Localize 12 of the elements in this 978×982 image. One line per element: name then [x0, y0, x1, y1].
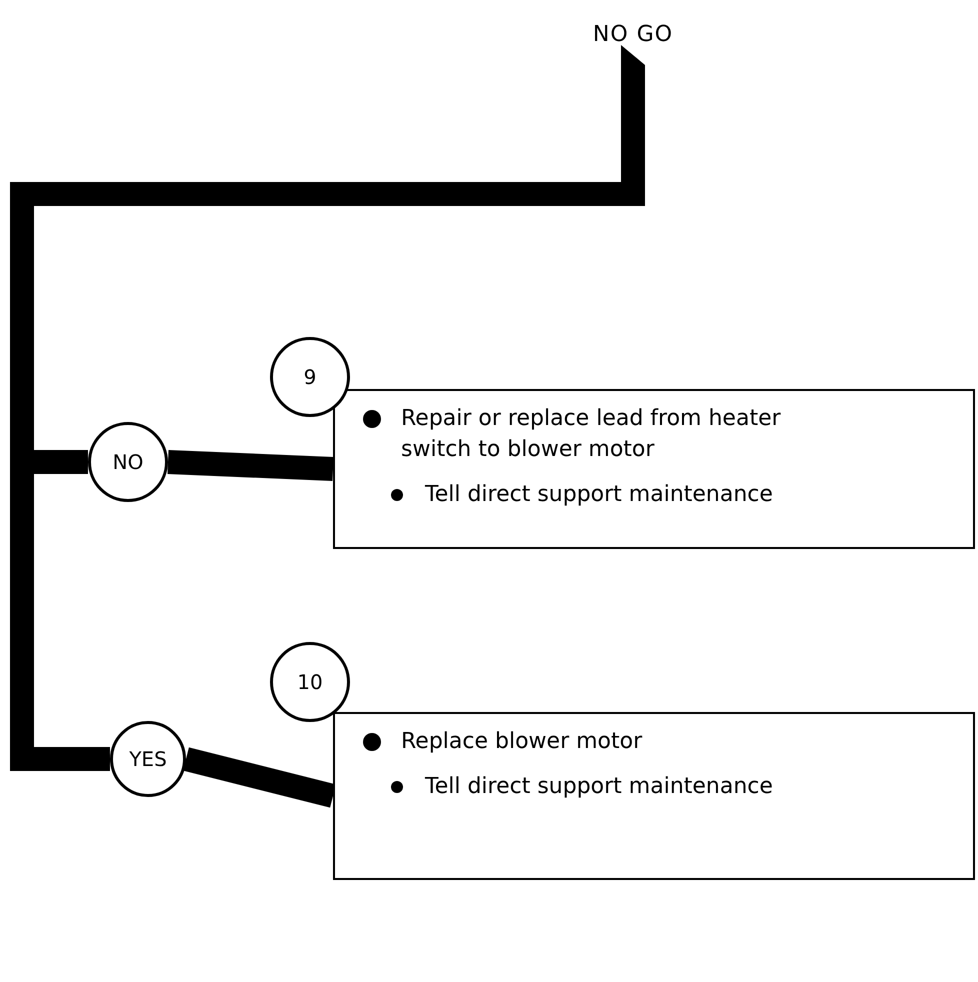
step-circle: 10: [270, 642, 350, 722]
outcome-label: NO GO: [560, 22, 706, 92]
action-text: Tell direct support maintenance: [425, 773, 773, 801]
action-box: [333, 389, 975, 549]
step-circle: 9: [270, 337, 350, 417]
action-text: Repair or replace lead from heater switch to blower motor: [401, 405, 782, 464]
action-text: Tell direct support maintenance: [425, 481, 773, 509]
step-circle: NO: [88, 422, 168, 502]
action-box: [333, 712, 975, 880]
action-text: Replace blower motor: [401, 728, 642, 756]
connector-line: [167, 450, 334, 481]
step-circle: YES: [110, 721, 186, 797]
